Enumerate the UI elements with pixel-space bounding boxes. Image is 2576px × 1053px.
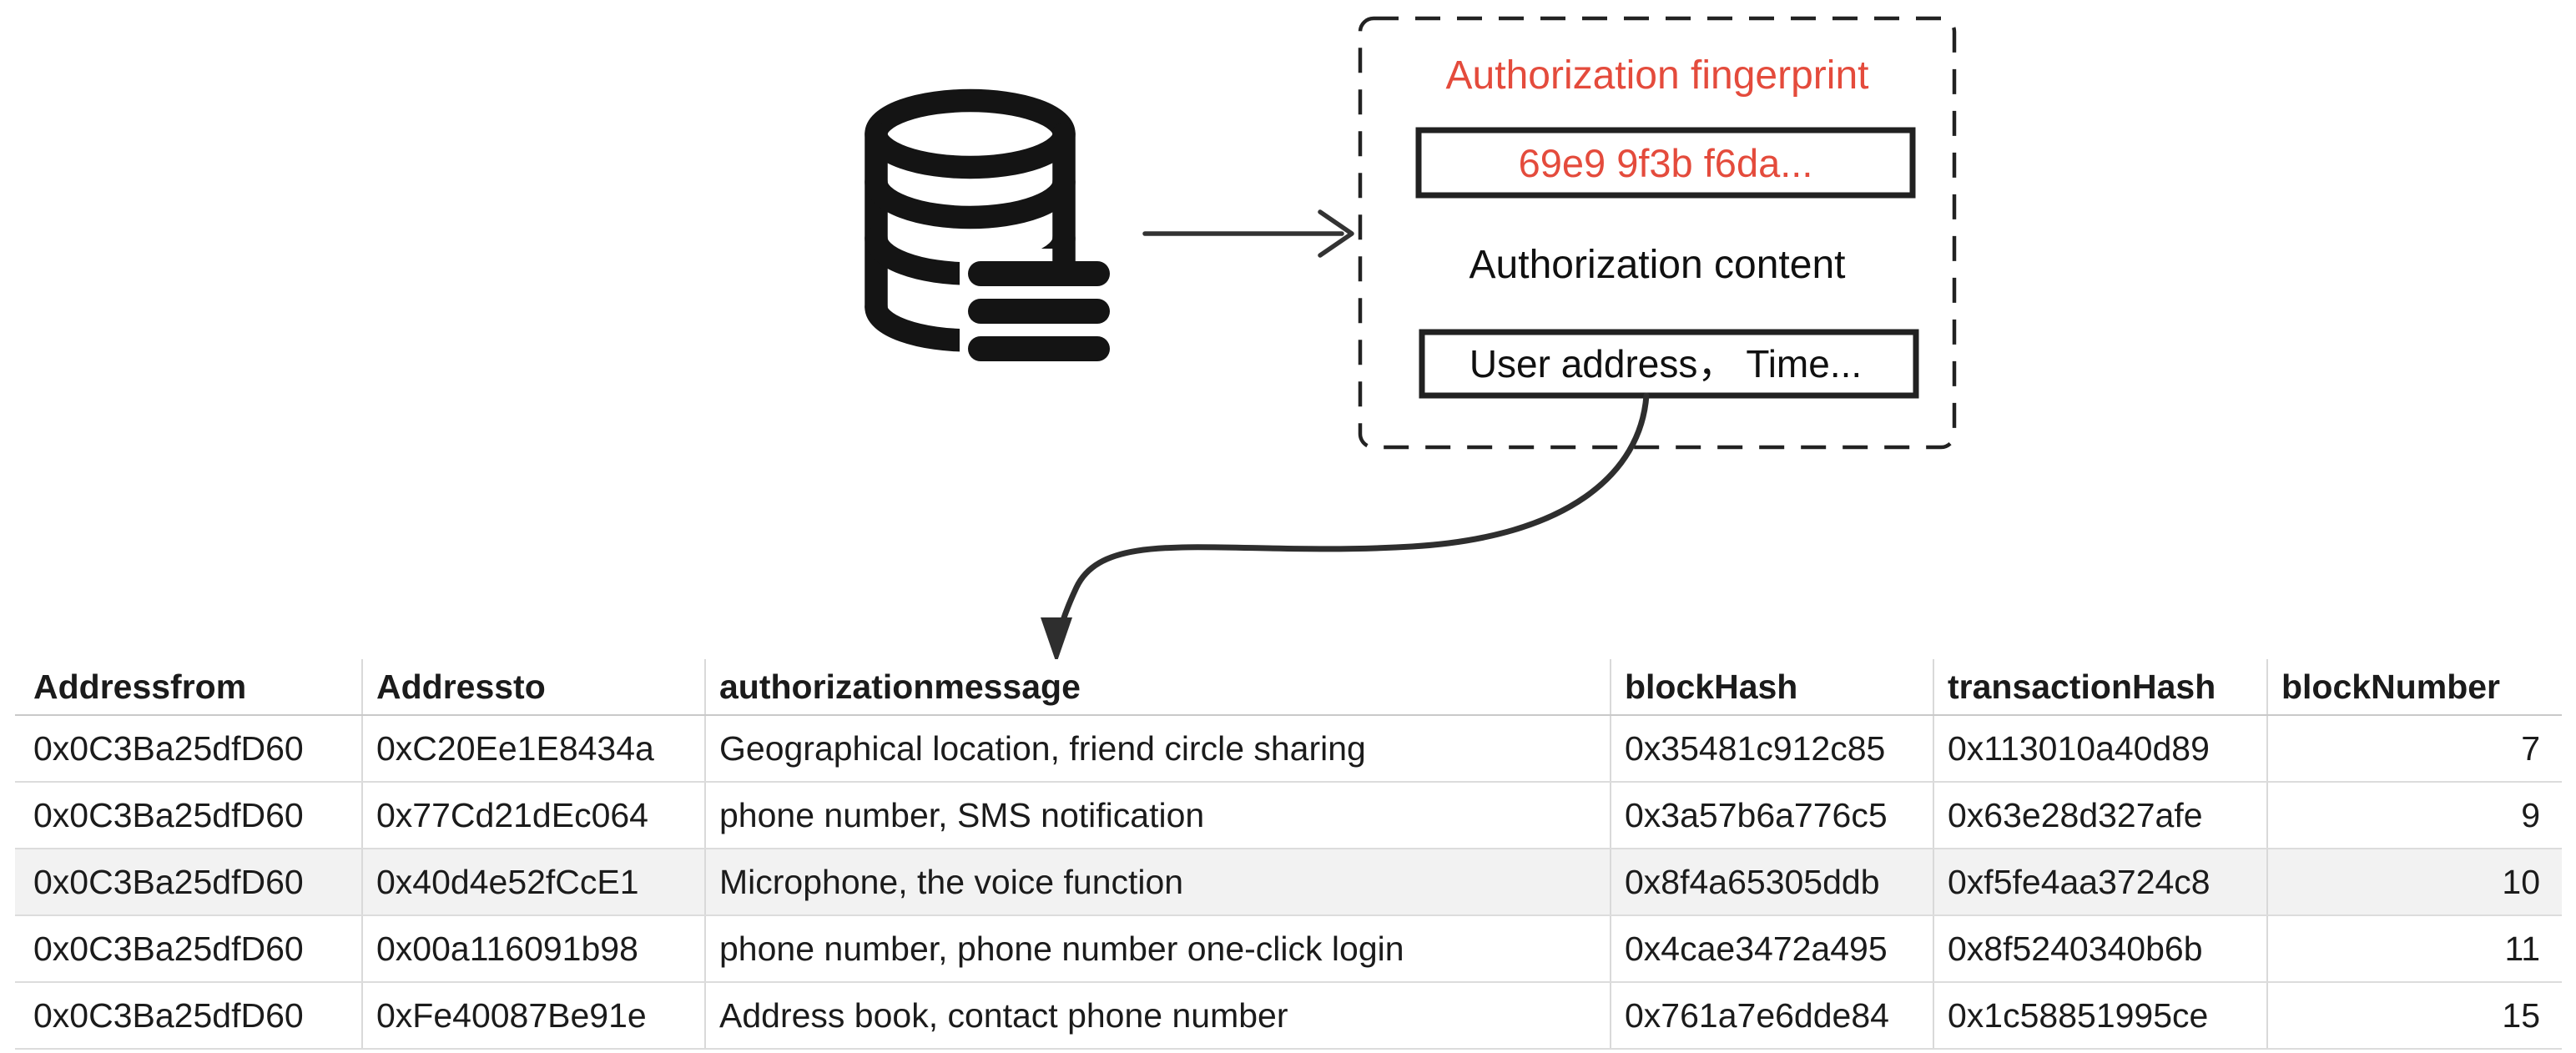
table-cell-addressfrom: 0x0C3Ba25dfD60 [15, 783, 363, 848]
table-cell-addressto: 0xC20Ee1E8434a [363, 716, 706, 781]
flow-arrow-icon [1142, 209, 1354, 258]
header-cell-blockhash: blockHash [1611, 659, 1934, 714]
table-cell-addressfrom: 0x0C3Ba25dfD60 [15, 716, 363, 781]
table-cell-addressfrom: 0x0C3Ba25dfD60 [15, 983, 363, 1048]
header-cell-addressto: Addressto [363, 659, 706, 714]
table-cell-addressto: 0x00a116091b98 [363, 916, 706, 981]
table-cell-authorizationmessage: Address book, contact phone number [706, 983, 1611, 1048]
content-value-box [1419, 329, 1919, 399]
table-cell-authorizationmessage: Geographical location, friend circle sha… [706, 716, 1611, 781]
table-cell-blocknumber: 9 [2521, 795, 2540, 834]
table-cell-blockhash: 0x8f4a65305ddb [1611, 849, 1934, 914]
table-cell-transactionhash: 0x1c58851995ce [1934, 983, 2268, 1048]
table-row: 0x0C3Ba25dfD60 0x77Cd21dEc064 phone numb… [15, 783, 2562, 849]
database-icon [865, 88, 1127, 382]
header-cell-addressfrom: Addressfrom [15, 659, 363, 714]
curved-arrow-icon [1041, 392, 1650, 663]
table-cell-authorizationmessage: phone number, phone number one-click log… [706, 916, 1611, 981]
header-cell-authorizationmessage: authorizationmessage [706, 659, 1611, 714]
content-value: User address， Time... [1469, 342, 1862, 385]
table-cell-addressto: 0xFe40087Be91e [363, 983, 706, 1048]
table-cell-blocknumber: 11 [2504, 929, 2540, 968]
table-cell-addressto: 0x40d4e52fCcE1 [363, 849, 706, 914]
header-cell-transactionhash: transactionHash [1934, 659, 2268, 714]
table-cell-transactionhash: 0x8f5240340b6b [1934, 916, 2268, 981]
blockchain-authorization-table: Addressfrom Addressto authorizationmessa… [15, 659, 2562, 1050]
table-cell-blocknumber: 15 [2502, 995, 2540, 1035]
table-row: 0x0C3Ba25dfD60 0x40d4e52fCcE1 Microphone… [15, 849, 2562, 916]
table-cell-blockhash: 0x4cae3472a495 [1611, 916, 1934, 981]
fingerprint-value-box [1415, 127, 1916, 199]
authorization-content-label: Authorization content [1469, 243, 1846, 287]
table-cell-authorizationmessage: phone number, SMS notification [706, 783, 1611, 848]
authorization-box-title: Authorization fingerprint [1446, 53, 1869, 98]
table-row: 0x0C3Ba25dfD60 0x00a116091b98 phone numb… [15, 916, 2562, 983]
table-cell-addressfrom: 0x0C3Ba25dfD60 [15, 849, 363, 914]
table-cell-blocknumber: 10 [2502, 862, 2540, 901]
table-cell-authorizationmessage: Microphone, the voice function [706, 849, 1611, 914]
header-cell-blocknumber: blockNumber [2281, 667, 2500, 706]
table-cell-blocknumber: 7 [2521, 728, 2540, 768]
table-cell-addressto: 0x77Cd21dEc064 [363, 783, 706, 848]
table-cell-addressfrom: 0x0C3Ba25dfD60 [15, 916, 363, 981]
dashed-border [1358, 16, 1957, 450]
table-cell-blockhash: 0x761a7e6dde84 [1611, 983, 1934, 1048]
table-row: 0x0C3Ba25dfD60 0xC20Ee1E8434a Geographic… [15, 716, 2562, 783]
fingerprint-value: 69e9 9f3b f6da... [1519, 141, 1813, 185]
table-cell-transactionhash: 0x63e28d327afe [1934, 783, 2268, 848]
table-header-row: Addressfrom Addressto authorizationmessa… [15, 659, 2562, 716]
table-row: 0x0C3Ba25dfD60 0xFe40087Be91e Address bo… [15, 983, 2562, 1050]
table-cell-blockhash: 0x35481c912c85 [1611, 716, 1934, 781]
table-cell-transactionhash: 0xf5fe4aa3724c8 [1934, 849, 2268, 914]
authorization-box: Authorization fingerprint 69e9 9f3b f6da… [1358, 16, 1957, 450]
table-cell-transactionhash: 0x113010a40d89 [1934, 716, 2268, 781]
table-cell-blockhash: 0x3a57b6a776c5 [1611, 783, 1934, 848]
